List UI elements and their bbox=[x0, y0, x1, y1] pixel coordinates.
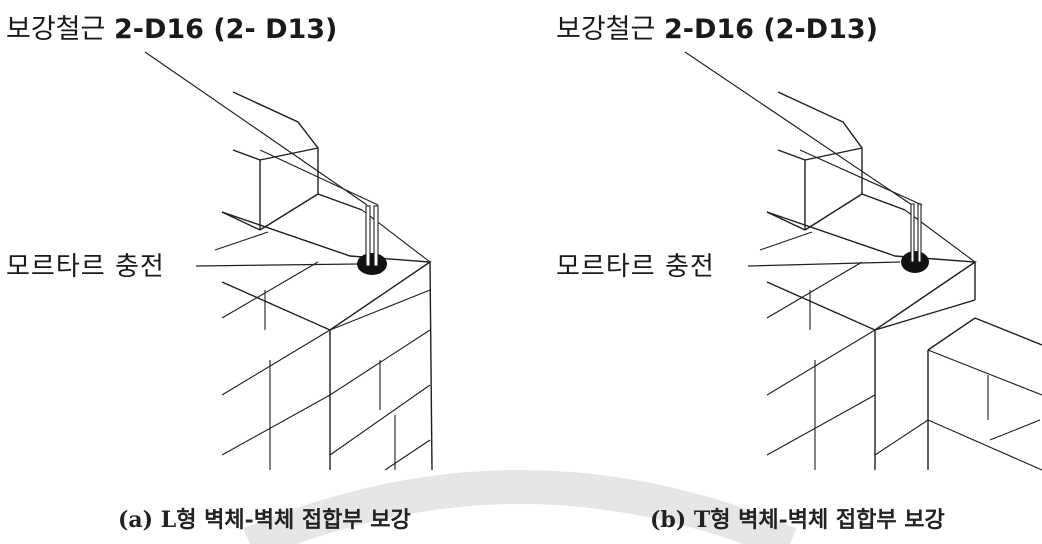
rebar-leader-a bbox=[144, 51, 368, 206]
top-surface-b bbox=[759, 209, 978, 331]
rebar-label-b-spec: 2-D16 (2-D13) bbox=[664, 14, 878, 45]
rebars-b bbox=[910, 203, 922, 263]
mortar-label-b: 모르타르 충전 bbox=[556, 252, 715, 282]
mortar-label-a: 모르타르 충전 bbox=[6, 252, 165, 282]
upper-blocks-a bbox=[221, 91, 363, 231]
lower-wall-b bbox=[766, 262, 1042, 471]
panel-a: 보강철근 2-D16 (2- D13) 모르타르 충전 bbox=[6, 14, 433, 533]
rebar-leader-b bbox=[684, 51, 913, 206]
rebar-leader-b-2 bbox=[799, 149, 923, 206]
rebar-label-b-prefix: 보강철근 bbox=[556, 14, 664, 45]
watermark-arc bbox=[243, 470, 797, 544]
top-surface-a bbox=[214, 209, 433, 331]
rebar-label-a-prefix: 보강철근 bbox=[6, 14, 114, 45]
lower-wall-a bbox=[221, 261, 433, 471]
rebars-a bbox=[365, 205, 379, 267]
mortar-fill-a bbox=[357, 253, 387, 275]
mortar-leader-a bbox=[195, 263, 359, 267]
upper-blocks-b bbox=[766, 91, 906, 231]
mortar-fill-b bbox=[901, 251, 929, 273]
caption-a: (a) L형 벽체-벽체 접합부 보강 bbox=[118, 507, 411, 533]
rebar-leader-a-2 bbox=[259, 149, 379, 206]
caption-b: (b) T형 벽체-벽체 접합부 보강 bbox=[650, 507, 945, 533]
rebar-label-b: 보강철근 2-D16 (2-D13) bbox=[556, 14, 878, 45]
panel-b: 보강철근 2-D16 (2-D13) 모르타르 충전 bbox=[556, 14, 1042, 533]
rebar-label-a-spec: 2-D16 (2- D13) bbox=[114, 14, 337, 45]
rebar-label-a: 보강철근 2-D16 (2- D13) bbox=[6, 14, 337, 45]
mortar-leader-b bbox=[747, 261, 901, 267]
